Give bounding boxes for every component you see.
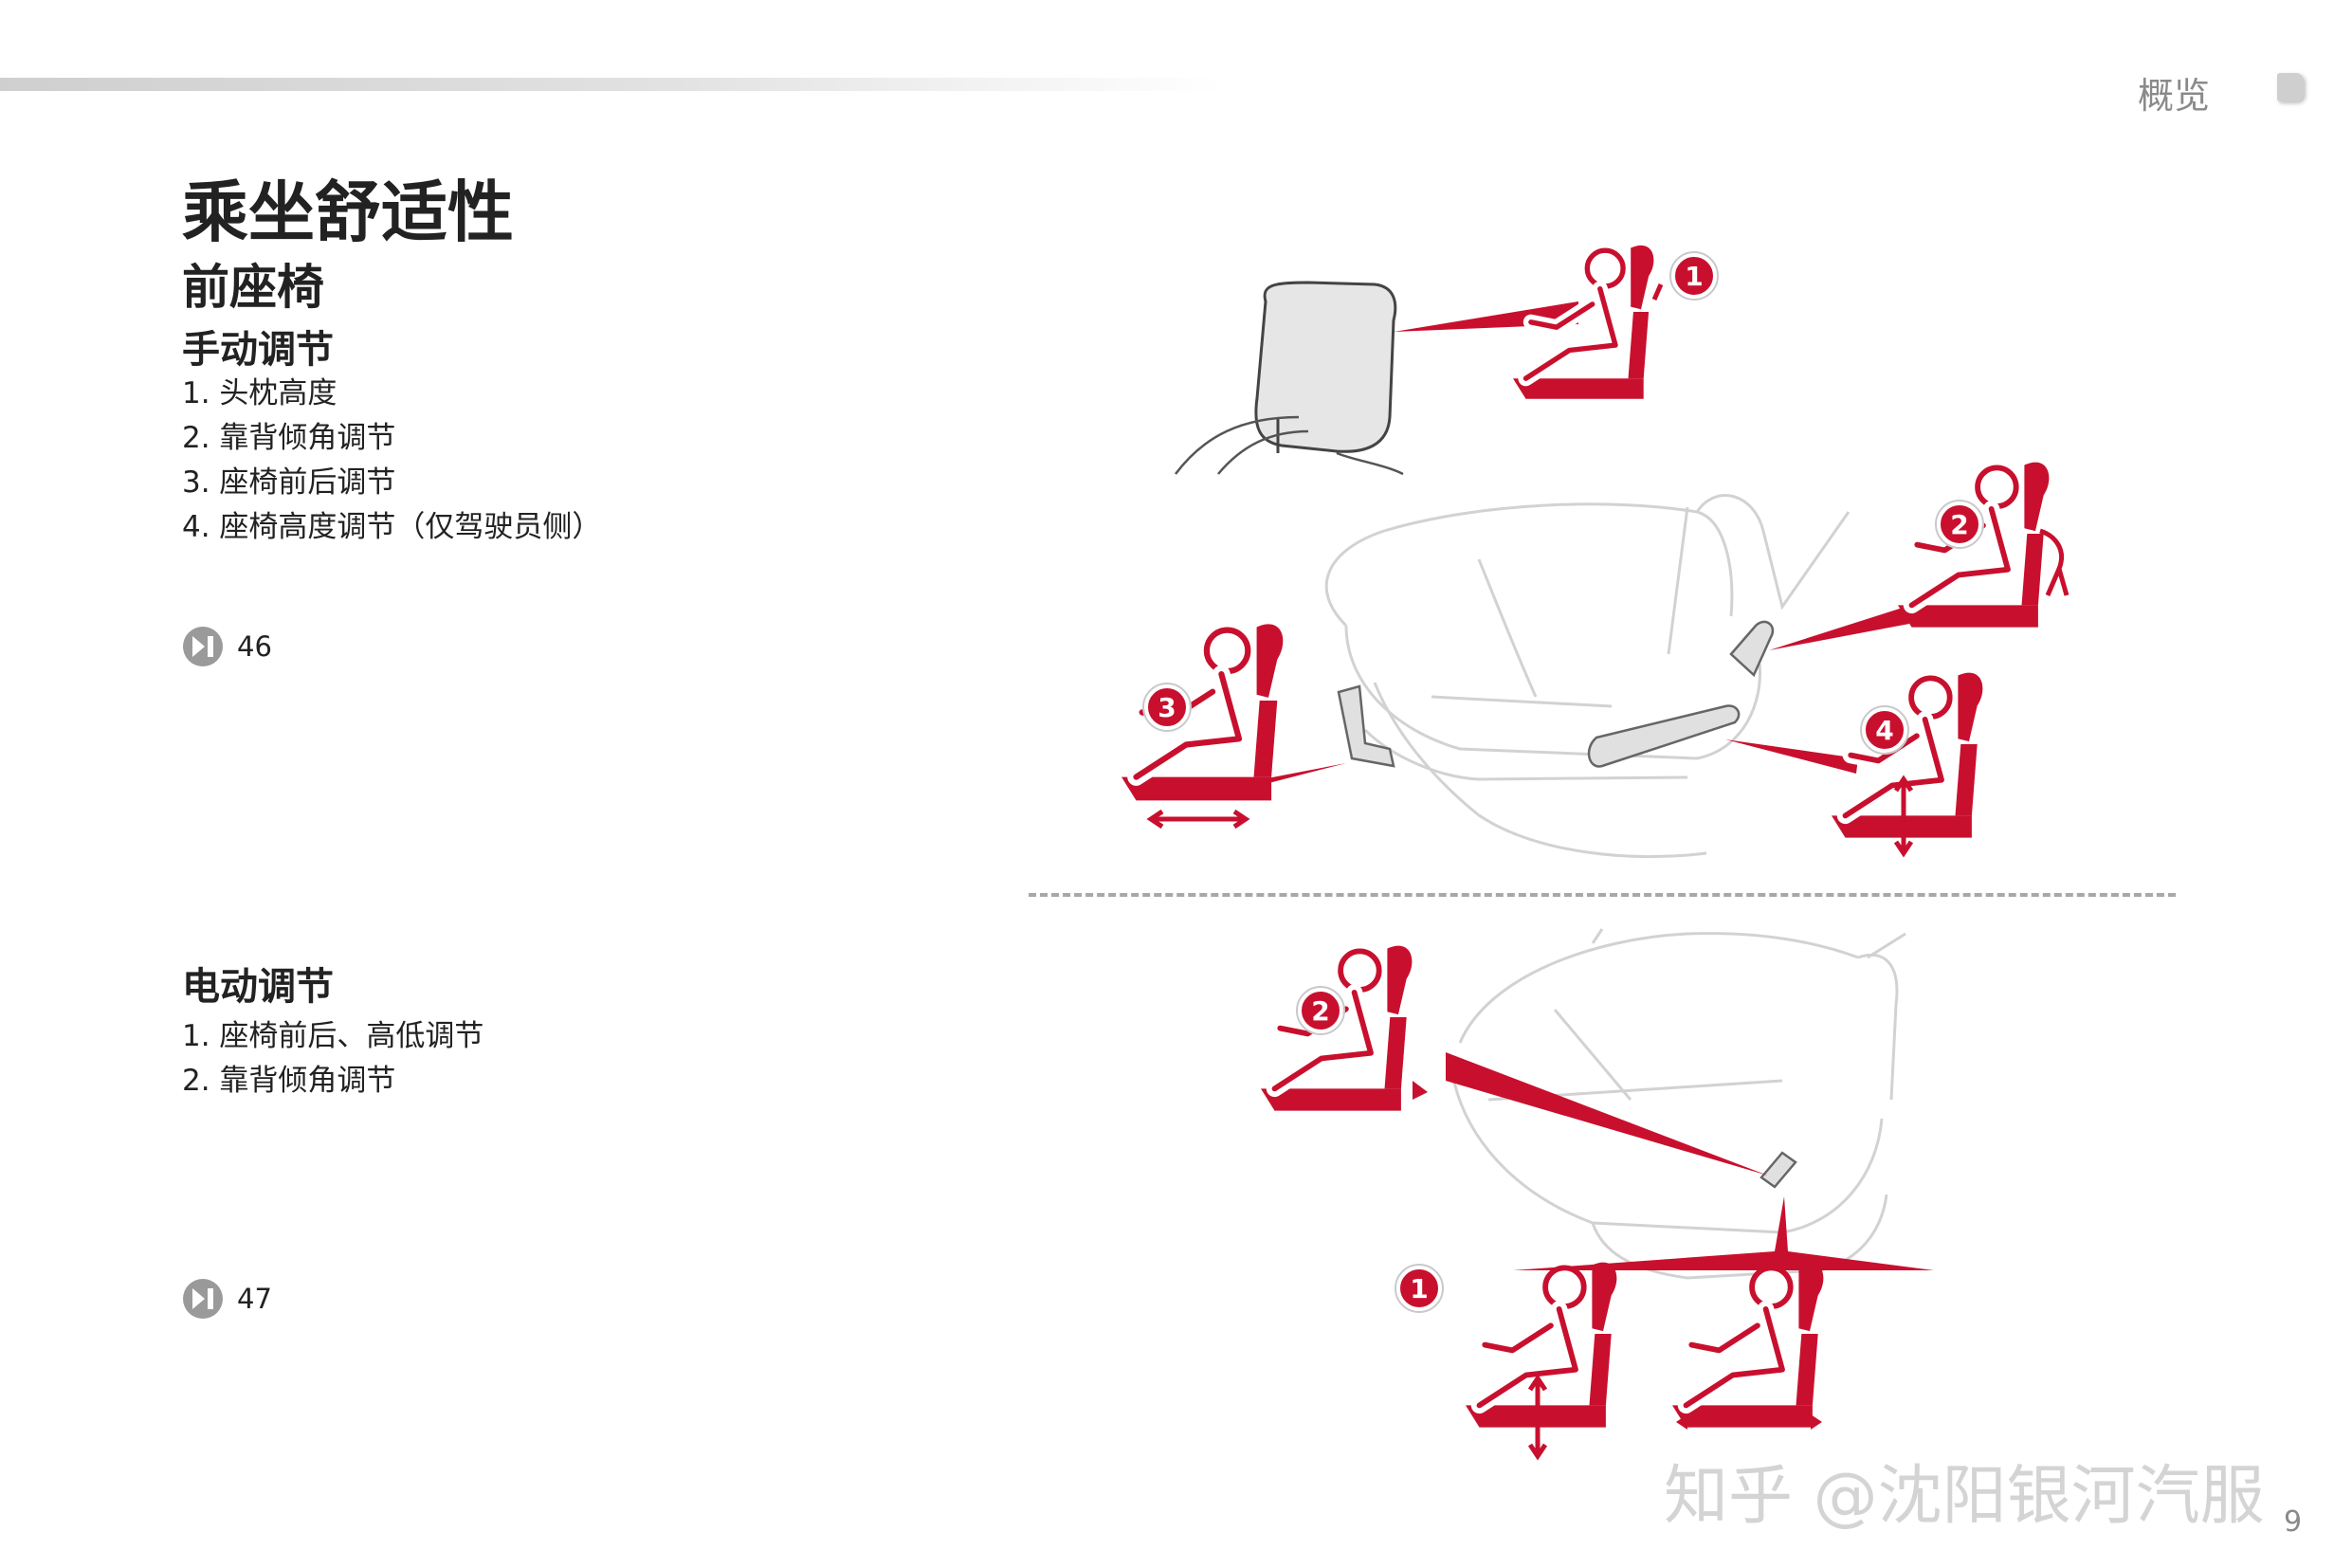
list-item: 2. 靠背倾角调节 [182, 1064, 396, 1098]
page-reference-icon [183, 627, 223, 666]
callout-badge-2: 2 [1295, 985, 1346, 1036]
section-divider [1029, 893, 2176, 897]
manual-page-reference[interactable]: 46 [182, 626, 272, 667]
occupant-icon [1832, 673, 1982, 838]
callout-badge-3: 3 [1141, 682, 1193, 733]
page-subtitle: 前座椅 [182, 260, 324, 315]
occupant-icon [1513, 246, 1653, 399]
svg-text:2: 2 [1950, 509, 1968, 540]
headrest-drawing [1175, 281, 1578, 476]
svg-text:4: 4 [1875, 715, 1893, 746]
occupant-icon [1466, 1263, 1616, 1428]
list-item: 1. 座椅前后、高低调节 [182, 1019, 484, 1053]
electric-seat-drawing [1449, 928, 1906, 1280]
section-label: 概览 [2138, 75, 2211, 117]
list-item: 2. 靠背倾角调节 [182, 421, 396, 455]
electric-heading: 电动调节 [182, 965, 334, 1009]
svg-text:2: 2 [1311, 995, 1329, 1027]
header-bar [0, 78, 1223, 91]
manual-list: 1. 头枕高度 2. 靠背倾角调节 3. 座椅前后调节 4. 座椅高度调节（仅驾… [182, 372, 601, 550]
callout-badge-4: 4 [1859, 704, 1910, 756]
page-reference-icon [183, 1279, 223, 1319]
svg-text:1: 1 [1410, 1273, 1428, 1304]
manual-seat-drawing [1324, 494, 1851, 859]
svg-text:1: 1 [1685, 261, 1703, 292]
occupant-icon [1672, 1263, 1823, 1428]
callout-badge-1: 1 [1668, 250, 1720, 301]
page-title: 乘坐舒适性 [182, 173, 514, 251]
callout-badge-1: 1 [1394, 1263, 1445, 1314]
section-tab-icon [2277, 73, 2304, 101]
manual-heading: 手动调节 [182, 328, 334, 372]
occupant-icon [1898, 463, 2049, 628]
page-number: 9 [2284, 1505, 2303, 1539]
list-item: 4. 座椅高度调节（仅驾驶员侧） [182, 510, 602, 544]
svg-text:3: 3 [1158, 692, 1176, 723]
list-item: 1. 头枕高度 [182, 376, 337, 410]
electric-page-reference[interactable]: 47 [182, 1278, 272, 1320]
electric-list: 1. 座椅前后、高低调节 2. 靠背倾角调节 [182, 1014, 483, 1103]
reference-page-number: 47 [237, 1283, 272, 1315]
callout-badge-2: 2 [1934, 499, 1985, 550]
list-item: 3. 座椅前后调节 [182, 465, 396, 500]
reference-page-number: 46 [237, 630, 272, 663]
watermark: 知乎 @沈阳银河汽服 [1664, 1459, 2265, 1534]
